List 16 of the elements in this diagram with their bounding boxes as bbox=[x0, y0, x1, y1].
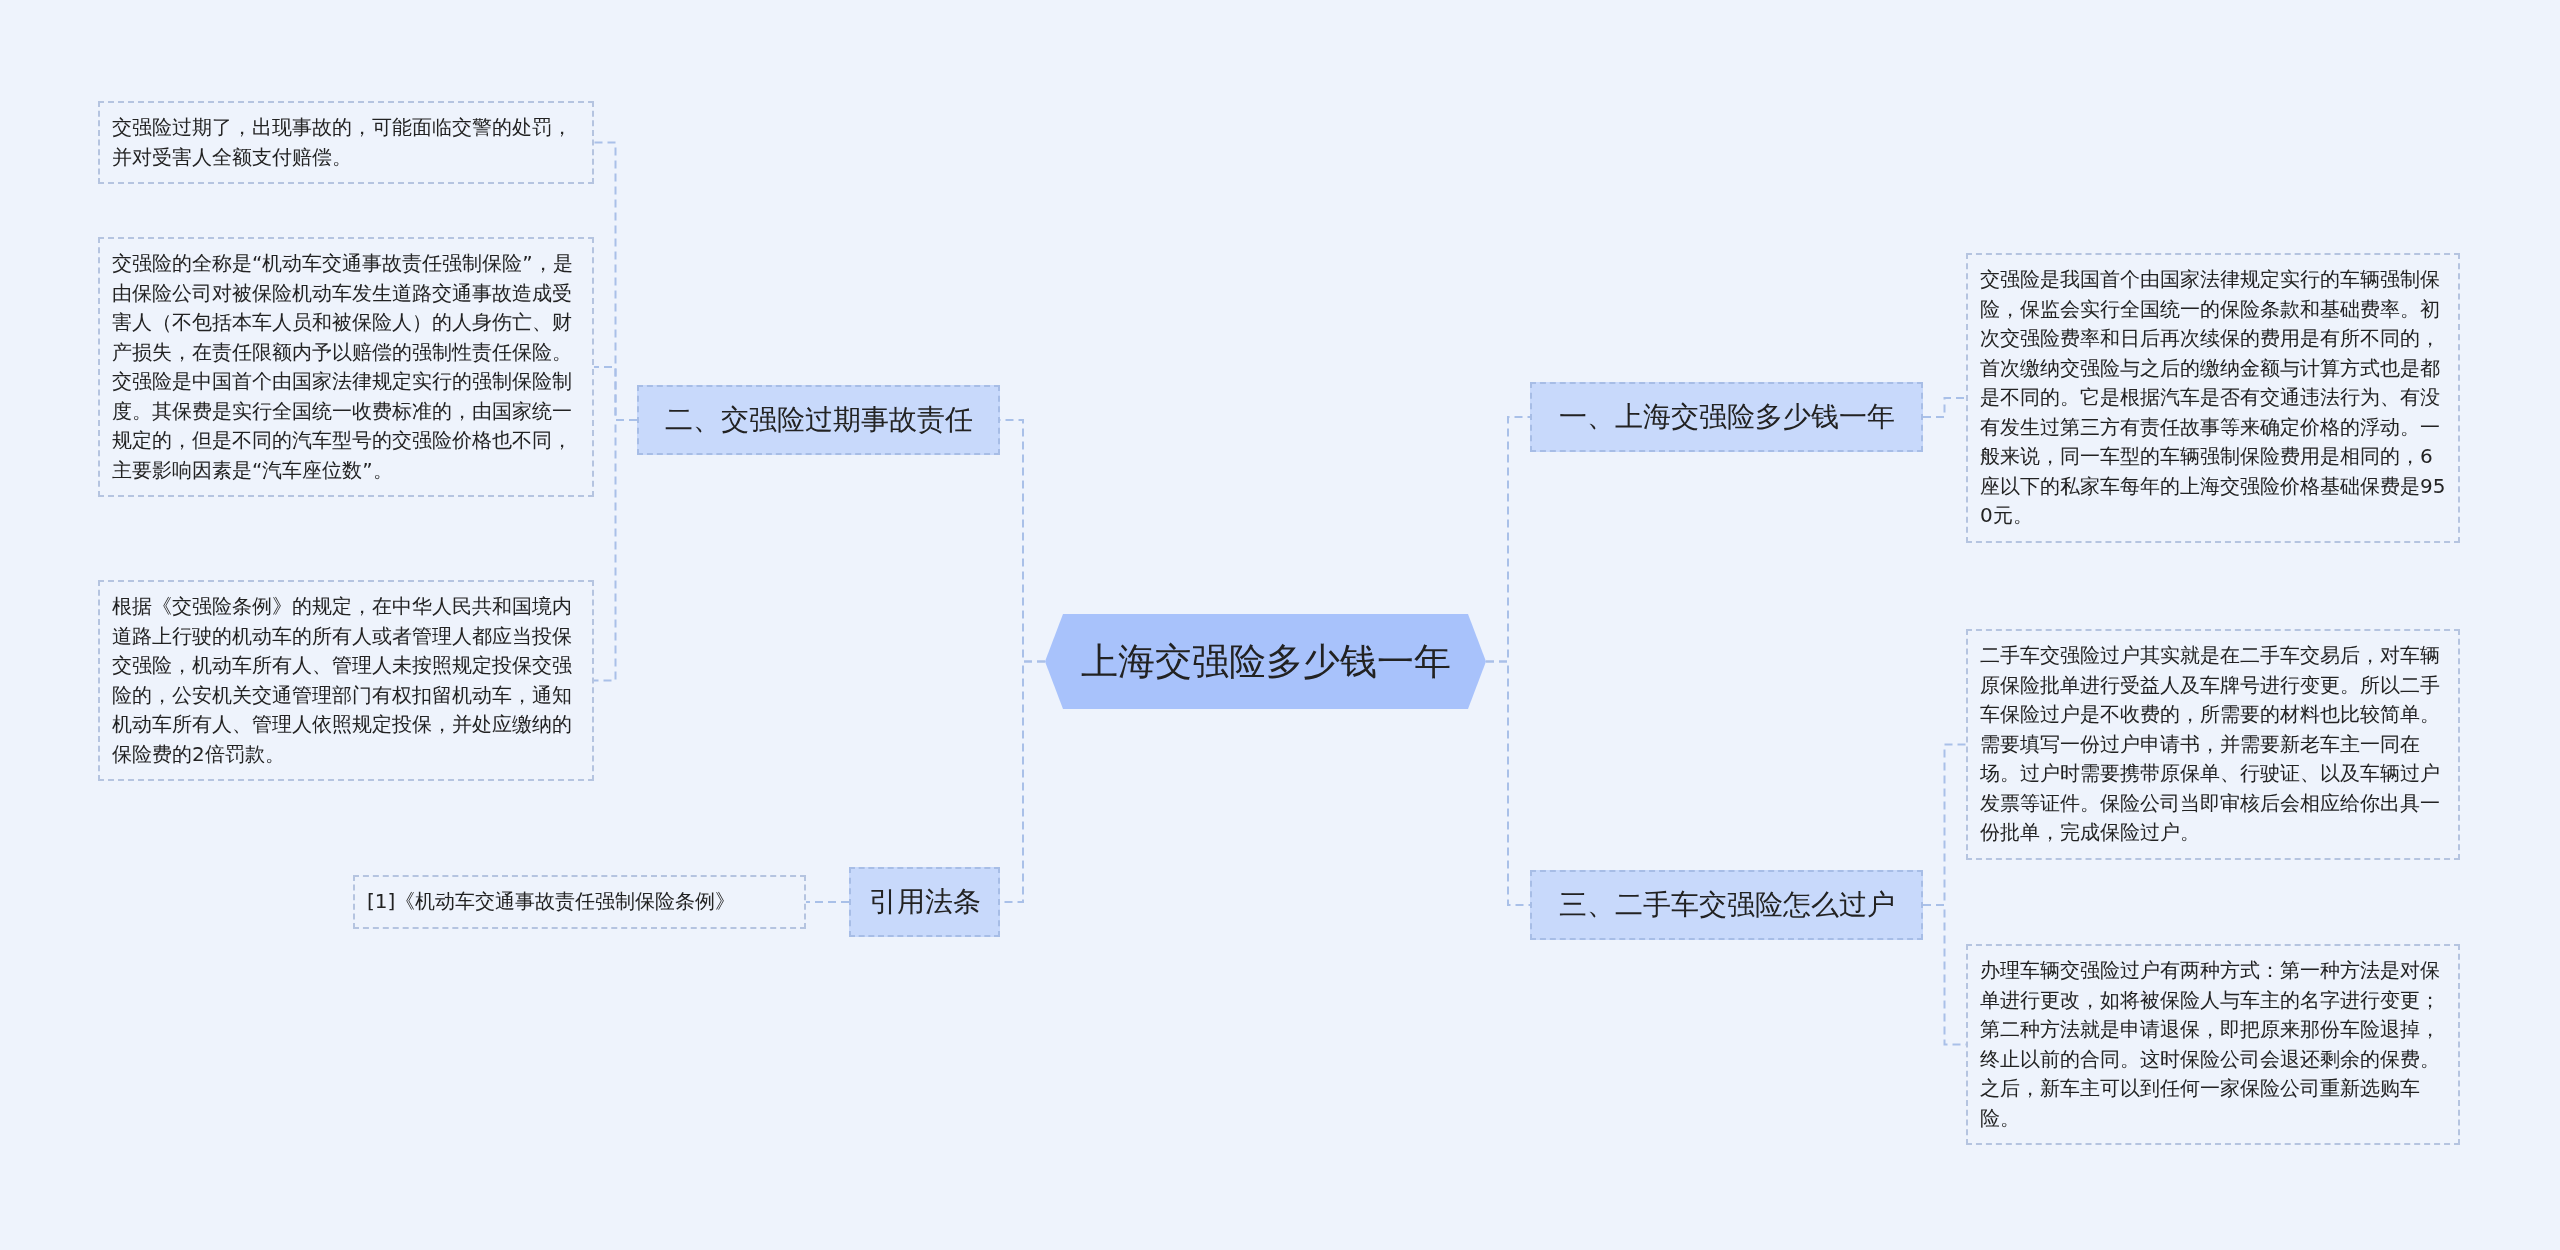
topic-box: 引用法条 bbox=[849, 867, 1000, 937]
central-topic: 上海交强险多少钱一年 bbox=[1045, 614, 1486, 709]
note-box: 办理车辆交强险过户有两种方式：第一种方法是对保单进行更改，如将被保险人与车主的名字进行变更；第二种方法就是申请退保，即把原来那份车险退掉，终止以前的合同。这时保险公司会退还剩余的保费。之后，新车主可以到任何一家保险公司重新选购车险。 bbox=[1966, 944, 2460, 1145]
note-box: 交强险过期了，出现事故的，可能面临交警的处罚，并对受害人全额支付赔偿。 bbox=[98, 101, 594, 184]
note-box: 二手车交强险过户其实就是在二手车交易后，对车辆原保险批单进行受益人及车牌号进行变更。所以二手车保险过户是不收费的，所需要的材料也比较简单。需要填写一份过户申请书，并需要新老车主一同在场。过户时需要携带原保单、行驶证、以及车辆过户发票等证件。保险公司当即审核后会相应给你出具一份批单，完成保险过户。 bbox=[1966, 629, 2460, 860]
topic-box: 一、上海交强险多少钱一年 bbox=[1530, 382, 1923, 452]
connector-line bbox=[805, 901, 850, 903]
note-box: 交强险的全称是“机动车交通事故责任强制保险”，是由保险公司对被保险机动车发生道路交通事故造成受害人（不包括本车人员和被保险人）的人身伤亡、财产损失，在责任限额内予以赔偿的强制性责任保险。交强险是中国首个由国家法律规定实行的强制保险制度。其保费是实行全国统一收费标准的，由国家统一规定的，但是不同的汽车型号的交强险价格也不同，主要影响因素是“汽车座位数”。 bbox=[98, 237, 594, 497]
connector-line bbox=[593, 419, 638, 682]
topic-box: 三、二手车交强险怎么过户 bbox=[1530, 870, 1923, 940]
note-box: 交强险是我国首个由国家法律规定实行的车辆强制保险，保监会实行全国统一的保险条款和基础费率。初次交强险费率和日后再次续保的费用是有所不同的，首次缴纳交强险与之后的缴纳金额与计算方式也是都是不同的。它是根据汽车是否有交通违法行为、有没有发生过第三方有责任故事等来确定价格的浮动。一般来说，同一车型的车辆强制保险费用是相同的，6座以下的私家车每年的上海交强险价格基础保费是950元。 bbox=[1966, 253, 2460, 543]
note-box: 根据《交强险条例》的规定，在中华人民共和国境内道路上行驶的机动车的所有人或者管理人都应当投保交强险，机动车所有人、管理人未按照规定投保交强险的，公安机关交通管理部门有权扣留机动车，通知机动车所有人、管理人依照规定投保，并处应缴纳的保险费的2倍罚款。 bbox=[98, 580, 594, 781]
connector-line bbox=[1485, 660, 1531, 906]
note-box: [1]《机动车交通事故责任强制保险条例》 bbox=[353, 875, 806, 929]
connector-line bbox=[1922, 397, 1967, 418]
topic-box: 二、交强险过期事故责任 bbox=[637, 385, 1000, 455]
